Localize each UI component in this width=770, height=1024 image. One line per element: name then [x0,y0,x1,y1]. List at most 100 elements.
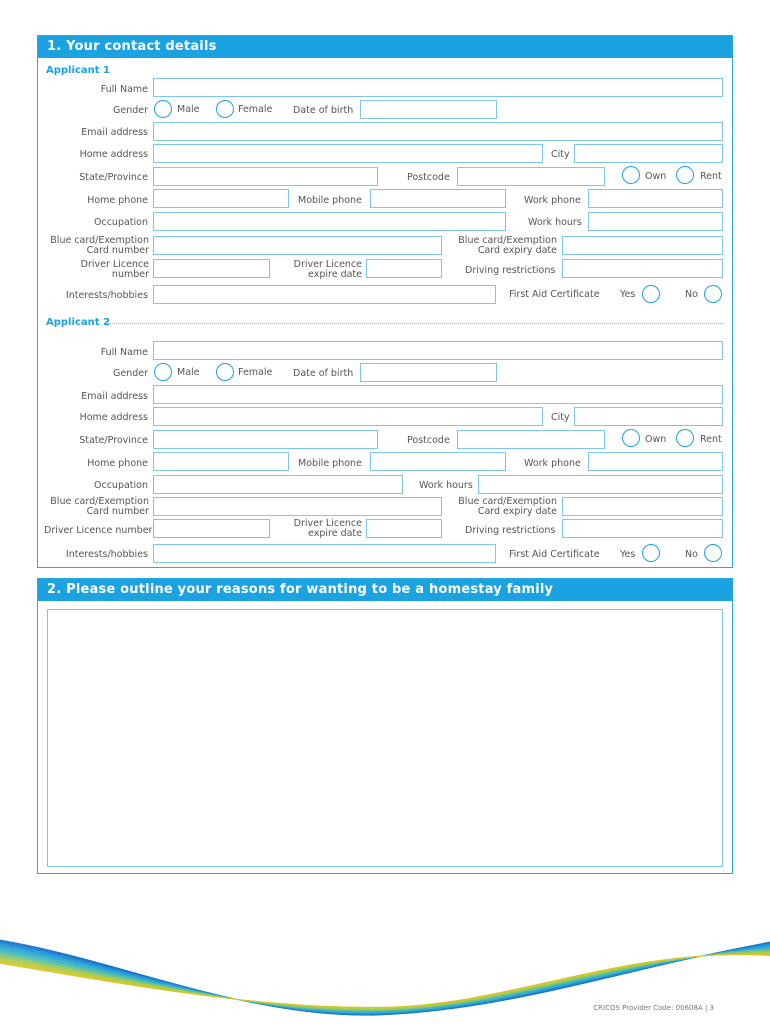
section-2-header: 2. Please outline your reasons for wanti… [38,579,732,601]
a2-blue-card-field[interactable] [153,497,442,516]
postcode-label: Postcode [407,435,450,446]
applicant-2-title: Applicant 2 [46,317,110,328]
home-phone-label: Home phone [87,458,148,469]
a1-home-phone-field[interactable] [153,189,289,208]
a2-full-name-field[interactable] [153,341,723,360]
driver-expire-label: Driver Licence expire date [293,518,362,539]
a2-state-field[interactable] [153,430,378,449]
a1-first-aid-yes-radio[interactable] [642,285,660,303]
blue-card-label: Blue card/Exemption Card number [50,496,149,517]
rent-label: Rent [700,171,722,182]
a1-rent-radio[interactable] [676,166,694,184]
a1-interests-field[interactable] [153,285,496,304]
a1-driver-licence-field[interactable] [153,259,270,278]
own-label: Own [645,434,667,445]
a2-work-phone-field[interactable] [588,452,723,471]
no-label: No [685,289,698,300]
a2-female-radio[interactable] [216,363,234,381]
applicant-1-title: Applicant 1 [46,65,110,76]
dob-label: Date of birth [293,105,354,116]
a2-own-radio[interactable] [622,429,640,447]
blue-card-expiry-label: Blue card/Exemption Card expiry date [458,235,557,256]
mobile-phone-label: Mobile phone [298,195,362,206]
a2-email-field[interactable] [153,385,723,404]
male-label: Male [177,104,200,115]
decorative-wave-graphic [0,939,770,1016]
blue-card-expiry-label: Blue card/Exemption Card expiry date [458,496,557,517]
a2-first-aid-no-radio[interactable] [704,544,722,562]
a1-first-aid-no-radio[interactable] [704,285,722,303]
a2-city-field[interactable] [574,407,723,426]
mobile-phone-label: Mobile phone [298,458,362,469]
a1-female-radio[interactable] [216,100,234,118]
own-label: Own [645,171,667,182]
a2-dob-field[interactable] [360,363,497,382]
a1-dob-field[interactable] [360,100,497,119]
a1-occupation-field[interactable] [153,212,506,231]
a2-driving-restrictions-field[interactable] [562,519,723,538]
a1-city-field[interactable] [574,144,723,163]
no-label: No [685,549,698,560]
a2-interests-field[interactable] [153,544,496,563]
yes-label: Yes [620,549,636,560]
full-name-label: Full Name [100,347,148,358]
state-label: State/Province [79,435,148,446]
a2-male-radio[interactable] [154,363,172,381]
interests-label: Interests/hobbies [65,549,148,560]
a2-postcode-field[interactable] [457,430,605,449]
a2-home-address-field[interactable] [153,407,543,426]
occupation-label: Occupation [94,480,148,491]
home-address-label: Home address [79,412,148,423]
a1-work-hours-field[interactable] [588,212,723,231]
city-label: City [551,149,570,160]
a1-work-phone-field[interactable] [588,189,723,208]
a1-blue-card-expiry-field[interactable] [562,236,723,255]
first-aid-label: First Aid Certificate [509,289,600,300]
home-address-label: Home address [79,149,148,160]
wave-line [0,954,770,1008]
a2-rent-radio[interactable] [676,429,694,447]
a2-driver-expire-field[interactable] [366,519,442,538]
reasons-textarea[interactable] [47,609,723,867]
a1-state-field[interactable] [153,167,378,186]
applicant-2-divider [107,323,723,324]
a1-mobile-phone-field[interactable] [370,189,506,208]
yes-label: Yes [620,289,636,300]
work-hours-label: Work hours [528,217,582,228]
blue-card-label: Blue card/Exemption Card number [50,235,149,256]
a1-blue-card-field[interactable] [153,236,442,255]
interests-label: Interests/hobbies [65,290,148,301]
a2-occupation-field[interactable] [153,475,403,494]
a2-work-hours-field[interactable] [478,475,723,494]
a1-own-radio[interactable] [622,166,640,184]
a1-home-address-field[interactable] [153,144,543,163]
driver-licence-label: Driver Licence number [80,259,149,280]
work-phone-label: Work phone [524,458,581,469]
a1-email-field[interactable] [153,122,723,141]
a2-mobile-phone-field[interactable] [370,452,506,471]
female-label: Female [238,367,273,378]
rent-label: Rent [700,434,722,445]
city-label: City [551,412,570,423]
driver-licence-label: Driver Licence number [44,525,153,536]
a1-postcode-field[interactable] [457,167,605,186]
a2-first-aid-yes-radio[interactable] [642,544,660,562]
gender-label: Gender [112,368,148,379]
a1-driver-expire-field[interactable] [366,259,442,278]
a2-driver-licence-field[interactable] [153,519,270,538]
a1-male-radio[interactable] [154,100,172,118]
a1-full-name-field[interactable] [153,78,723,97]
a2-blue-card-expiry-field[interactable] [562,497,723,516]
driving-restrictions-label: Driving restrictions [465,265,556,276]
a1-driving-restrictions-field[interactable] [562,259,723,278]
driving-restrictions-label: Driving restrictions [465,525,556,536]
gender-label: Gender [112,105,148,116]
full-name-label: Full Name [100,84,148,95]
male-label: Male [177,367,200,378]
work-phone-label: Work phone [524,195,581,206]
postcode-label: Postcode [407,172,450,183]
contact-details-section: 1. Your contact details [37,35,733,568]
female-label: Female [238,104,273,115]
a2-home-phone-field[interactable] [153,452,289,471]
email-label: Email address [81,391,148,402]
